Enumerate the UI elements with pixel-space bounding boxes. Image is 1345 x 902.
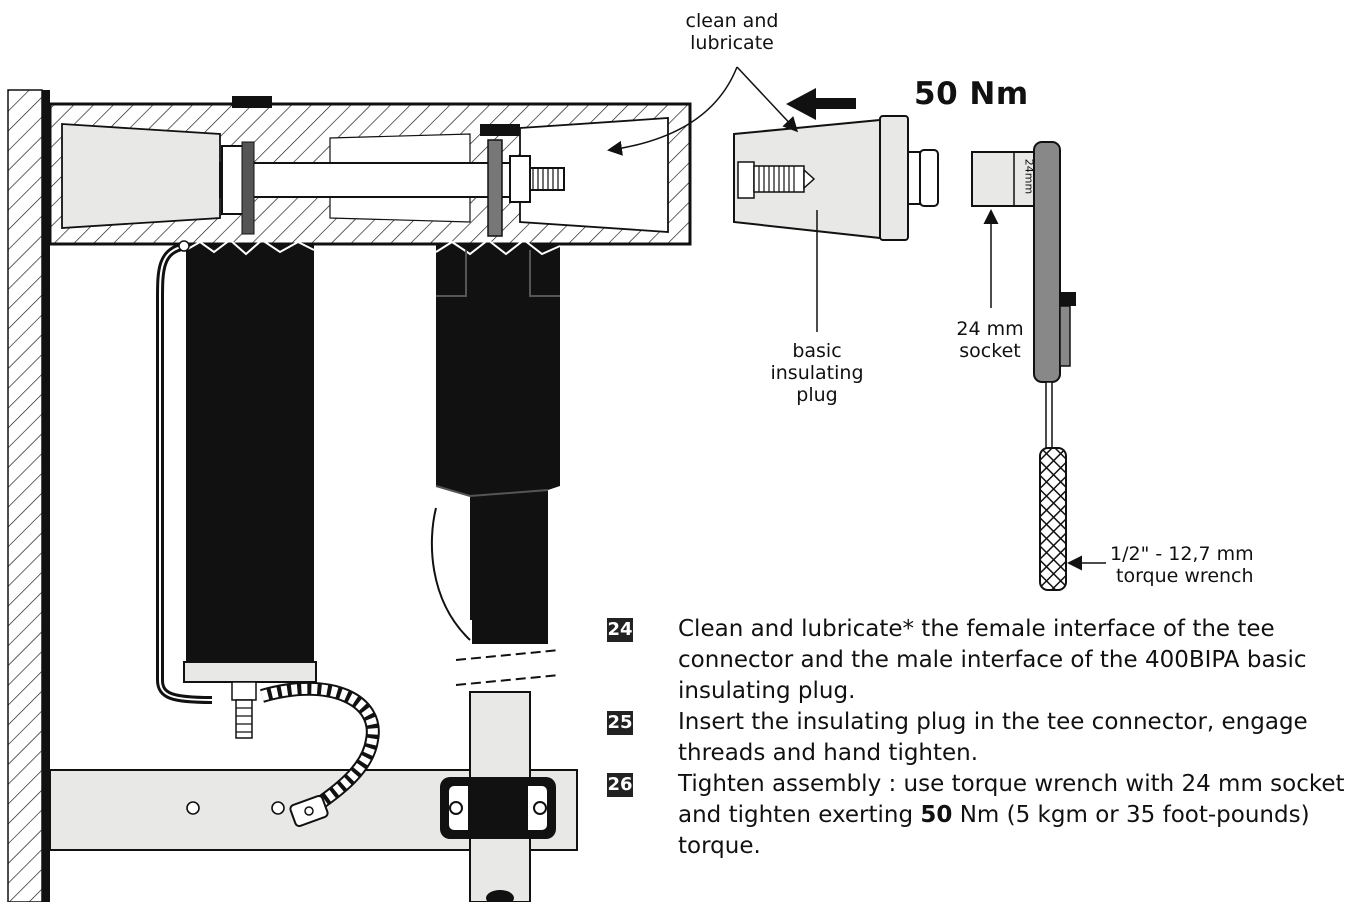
- step-line: connector and the male interface of the …: [678, 647, 1307, 673]
- step-line: and tighten exerting 50 Nm (5 kgm or 35 …: [678, 800, 1310, 831]
- leader-lines: [607, 66, 1106, 571]
- socket: [971, 151, 1035, 207]
- socket-label-line-2: socket: [959, 340, 1021, 362]
- torque-value: 50 Nm: [914, 76, 1029, 112]
- clean-lubricate-line-2: lubricate: [690, 32, 774, 54]
- ground-wire: [156, 240, 213, 704]
- insertion-arrow: [786, 88, 856, 120]
- torque-bold-value: 50: [920, 802, 953, 828]
- instruction-steps: 24 Clean and lubricate* the female inter…: [607, 614, 1345, 862]
- wrench-label-line-2: torque wrench: [1116, 565, 1254, 587]
- step-line: Clean and lubricate* the female interfac…: [678, 616, 1275, 642]
- wrench-label-line-1: 1/2" - 12,7 mm: [1110, 543, 1254, 565]
- step-line: Tighten assembly : use torque wrench wit…: [678, 771, 1345, 797]
- step-line: threads and hand tighten.: [678, 740, 979, 766]
- plug-label: basic insulating plug: [764, 340, 870, 406]
- cable-clamp: [440, 777, 556, 839]
- plug-label-line-2: insulating: [770, 362, 864, 384]
- step-line: Insert the insulating plug in the tee co…: [678, 709, 1308, 735]
- threaded-stud: [219, 139, 565, 237]
- plug-label-line-1: basic: [792, 340, 842, 362]
- wrench-label: 1/2" - 12,7 mm torque wrench: [1110, 543, 1277, 587]
- socket-label: 24 mm socket: [940, 318, 1040, 362]
- earth-braid: [260, 681, 380, 828]
- step-25: 25 Insert the insulating plug in the tee…: [607, 707, 1308, 769]
- socket-label-line-1: 24 mm: [956, 318, 1024, 340]
- step-text: and tighten exerting: [678, 802, 921, 828]
- wall: [7, 89, 50, 902]
- step-line: torque.: [678, 833, 761, 859]
- step-24: 24 Clean and lubricate* the female inter…: [607, 614, 1307, 707]
- step-text: Nm (5 kgm or 35 foot-pounds): [952, 802, 1310, 828]
- clean-lubricate-label: clean and lubricate: [672, 10, 792, 54]
- torque-wrench: [1033, 141, 1076, 591]
- step-line: insulating plug.: [678, 678, 856, 704]
- left-cable: [183, 238, 317, 739]
- insulating-plug: [733, 115, 939, 241]
- clean-lubricate-line-1: clean and: [685, 10, 779, 32]
- step-number: 26: [607, 773, 633, 797]
- plug-label-line-3: plug: [796, 384, 838, 406]
- socket-marking: 24mm: [1022, 158, 1036, 195]
- step-number: 24: [607, 618, 633, 642]
- step-number: 25: [607, 711, 633, 735]
- assembly-diagram: [7, 66, 1106, 902]
- step-26: 26 Tighten assembly : use torque wrench …: [607, 769, 1345, 862]
